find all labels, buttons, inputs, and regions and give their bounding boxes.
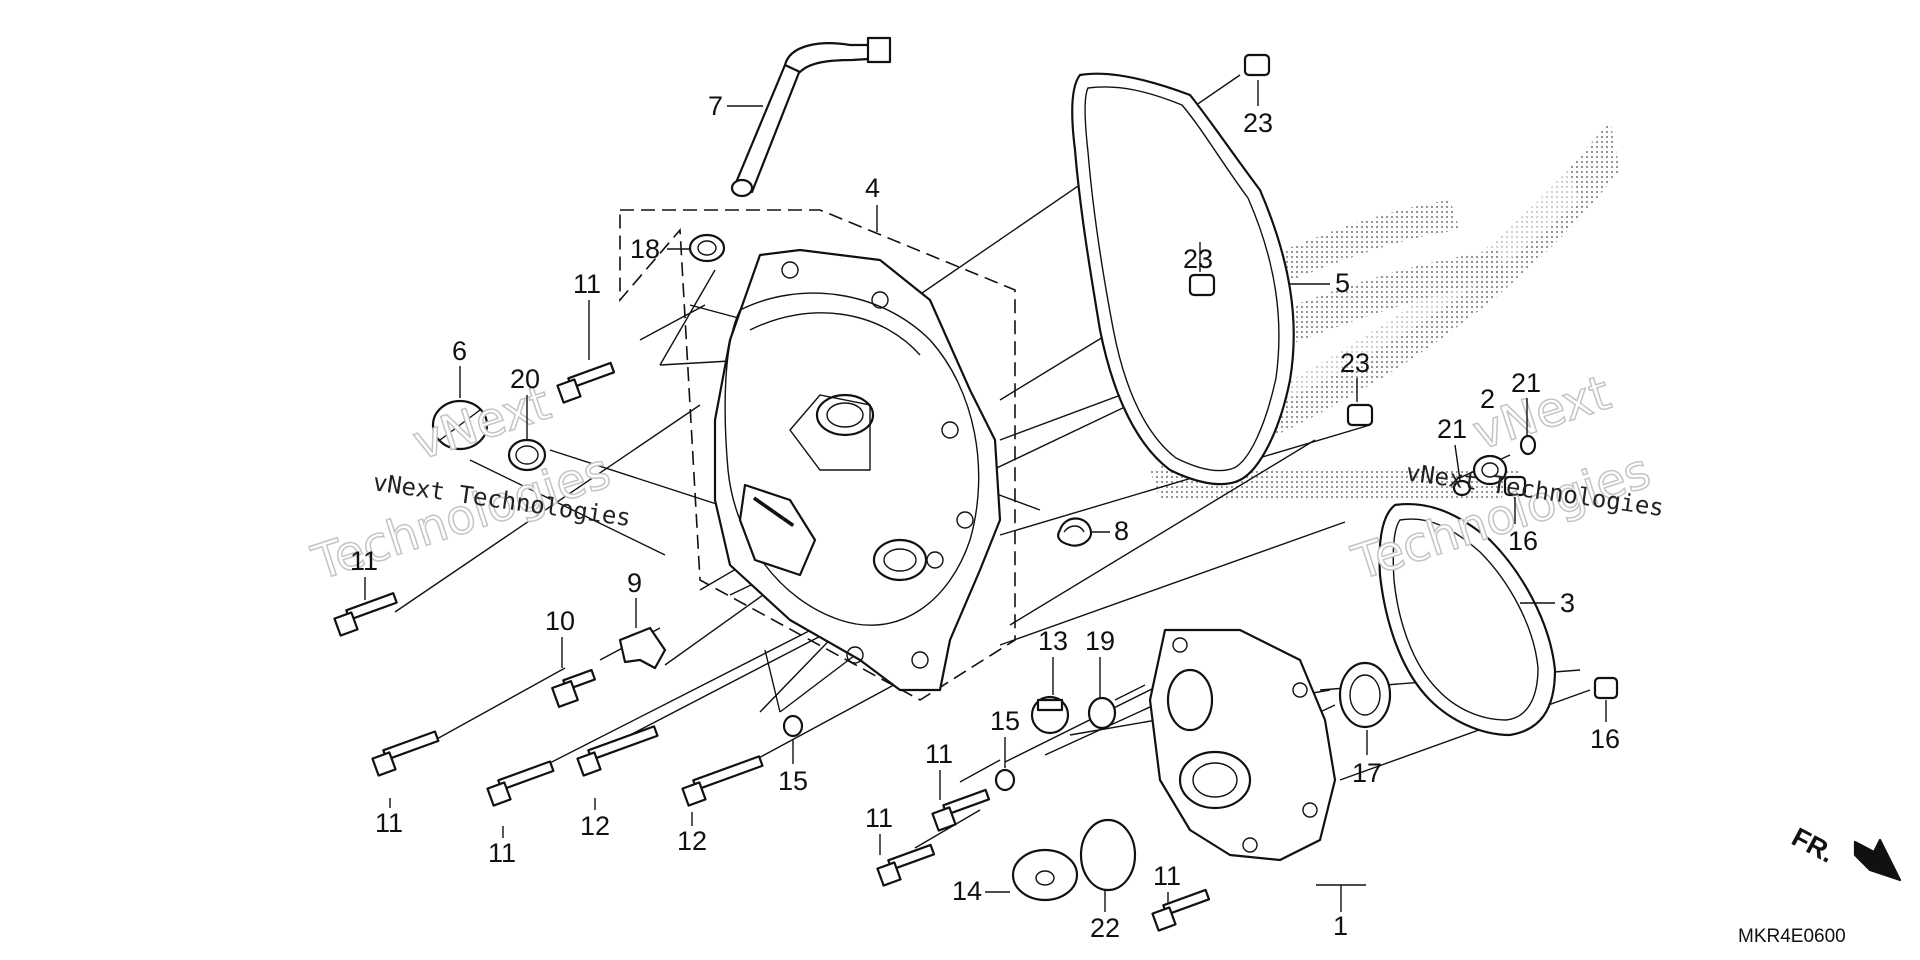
bolt-11-b <box>333 592 398 637</box>
callout-21-b: 21 <box>1511 368 1541 398</box>
callout-14: 14 <box>952 876 982 906</box>
bolt-11-c <box>371 730 440 777</box>
callout-23-a: 23 <box>1243 108 1273 138</box>
callout-12-a: 12 <box>580 811 610 841</box>
callout-11-g: 11 <box>1153 861 1181 891</box>
callout-22: 22 <box>1090 913 1120 943</box>
callout-11-b: 11 <box>350 546 378 576</box>
bolt-11-a <box>556 361 616 404</box>
crankcase-cover: ▬▬▬▬ <box>713 248 1002 692</box>
callout-15-b: 15 <box>990 706 1020 736</box>
bolts <box>333 361 1211 932</box>
callout-11-d: 11 <box>488 838 516 868</box>
group-brackets <box>1316 884 1366 912</box>
callout-16-a: 16 <box>1590 724 1620 754</box>
o-ring-20 <box>507 438 547 472</box>
bolt-11-e <box>931 788 991 832</box>
washer-15-b <box>994 768 1016 792</box>
gasket-5-inner <box>1084 86 1280 472</box>
clip-21-a <box>1452 479 1472 497</box>
callout-6: 6 <box>452 336 467 366</box>
drawing-code: MKR4E0600 <box>1738 926 1846 947</box>
oil-seal-17 <box>1338 661 1392 729</box>
dowel-23-c <box>1346 403 1374 427</box>
bolt-12-b <box>681 755 764 807</box>
o-ring-19 <box>1087 696 1117 730</box>
small-cover-1 <box>1148 628 1337 862</box>
small-parts <box>782 53 1619 902</box>
callout-5: 5 <box>1335 268 1350 298</box>
callout-11-a: 11 <box>573 269 601 299</box>
callout-15-a: 15 <box>778 766 808 796</box>
callout-23-b: 23 <box>1183 244 1213 274</box>
bolt-11-f <box>876 843 936 887</box>
callout-4: 4 <box>865 173 880 203</box>
callout-10: 10 <box>545 606 575 636</box>
callout-labels: 1 2 3 4 5 6 7 8 9 10 11 11 11 11 11 11 1… <box>350 80 1620 943</box>
dowel-23-a <box>1243 53 1271 77</box>
gasket-3 <box>1378 503 1557 737</box>
dowel-16-b <box>1503 475 1527 497</box>
callout-11-c: 11 <box>375 808 403 838</box>
spring-8 <box>1057 517 1093 547</box>
washer-15-a <box>782 714 804 738</box>
shaft-7 <box>730 36 892 198</box>
callout-16-b: 16 <box>1508 526 1538 556</box>
bearing-2 <box>1472 454 1508 486</box>
bolt-12-a <box>576 725 659 777</box>
bolt-11-d <box>486 760 555 807</box>
callout-11-e: 11 <box>925 739 953 769</box>
callout-1: 1 <box>1333 911 1348 941</box>
clip-21-b <box>1519 434 1537 456</box>
assembly-outline <box>619 209 1016 701</box>
callout-18: 18 <box>630 234 660 264</box>
callout-7: 7 <box>708 91 723 121</box>
callout-11-f: 11 <box>865 803 893 833</box>
dowel-16-a <box>1593 676 1619 700</box>
bolt-11-g <box>1151 888 1211 932</box>
callout-9: 9 <box>627 568 642 598</box>
callout-8: 8 <box>1114 516 1129 546</box>
callout-2: 2 <box>1480 384 1495 414</box>
callout-12-b: 12 <box>677 826 707 856</box>
svg-text:FR.: FR. <box>1787 822 1839 869</box>
plug-13 <box>1030 695 1070 735</box>
o-ring-22 <box>1079 818 1137 892</box>
callout-19: 19 <box>1085 626 1115 656</box>
callout-3: 3 <box>1560 588 1575 618</box>
seal-18 <box>688 233 726 263</box>
callout-21-a: 21 <box>1437 414 1467 444</box>
gasket-5 <box>1071 72 1295 486</box>
dowel-23-b <box>1188 273 1216 297</box>
callout-23-c: 23 <box>1340 348 1370 378</box>
front-direction-arrow: FR. <box>1787 822 1902 882</box>
plug-14 <box>1011 848 1079 902</box>
cap-6 <box>431 399 489 451</box>
callout-20: 20 <box>510 364 540 394</box>
callout-17: 17 <box>1352 758 1382 788</box>
callout-13: 13 <box>1038 626 1068 656</box>
bolt-10 <box>551 668 597 708</box>
clamp-9 <box>618 626 667 670</box>
